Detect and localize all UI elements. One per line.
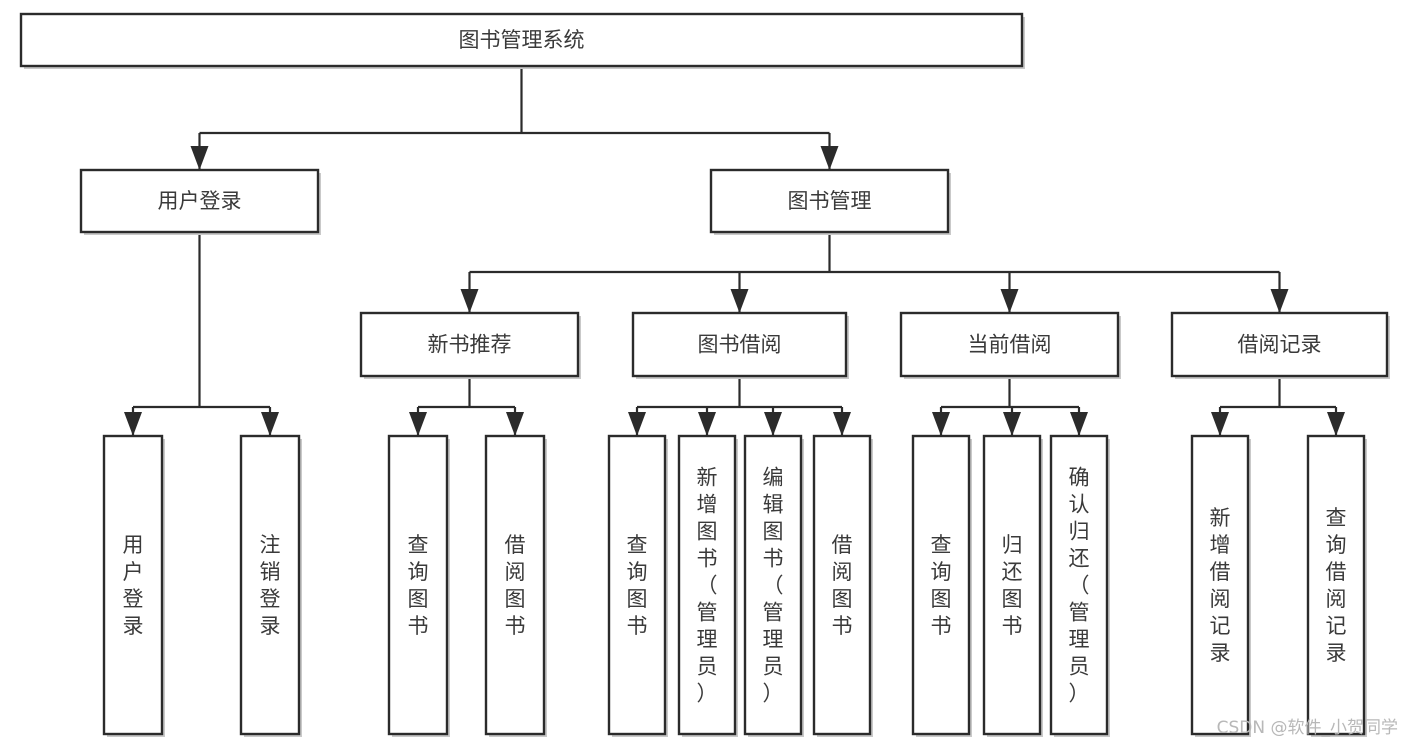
arrow-head-icon — [820, 146, 839, 170]
node-box[interactable] — [631, 311, 848, 378]
node-leaf-borrow-book-recommend[interactable]: 借阅图书 — [484, 434, 547, 737]
arrow-head-icon — [628, 412, 646, 436]
connector-group — [409, 376, 524, 436]
arrow-head-icon — [124, 412, 142, 436]
node-label: 图书管理系统 — [459, 28, 585, 52]
node-label: 新增借阅记录 — [1210, 506, 1231, 665]
node-box[interactable] — [899, 311, 1120, 378]
node-user-login[interactable]: 用户登录 — [79, 168, 321, 235]
node-box[interactable] — [812, 434, 872, 736]
connector-group — [1211, 376, 1345, 436]
arrow-head-icon — [1211, 412, 1229, 436]
node-leaf-add-borrow-record[interactable]: 新增借阅记录 — [1190, 434, 1251, 737]
arrow-head-icon — [1327, 412, 1345, 436]
connector-layer — [124, 66, 1345, 436]
arrow-head-icon — [698, 412, 716, 436]
node-label: 查询图书 — [931, 533, 952, 638]
node-leaf-confirm-return-admin[interactable]: 确认归还（管理员） — [1049, 434, 1110, 737]
connector-group — [460, 232, 1289, 313]
node-box[interactable] — [1170, 311, 1389, 378]
node-box[interactable] — [484, 434, 546, 736]
node-leaf-query-book-current[interactable]: 查询图书 — [911, 434, 972, 737]
node-label: 借阅图书 — [505, 533, 526, 638]
node-leaf-user-login[interactable]: 用户登录 — [102, 434, 165, 737]
arrow-head-icon — [409, 412, 427, 436]
node-box[interactable] — [387, 434, 449, 736]
node-leaf-query-book-recommend[interactable]: 查询图书 — [387, 434, 450, 737]
arrow-head-icon — [506, 412, 524, 436]
node-book-manage[interactable]: 图书管理 — [709, 168, 951, 235]
node-box[interactable] — [607, 434, 667, 736]
node-leaf-add-book-admin[interactable]: 新增图书（管理员） — [677, 434, 738, 737]
arrow-head-icon — [1270, 289, 1289, 313]
node-leaf-query-borrow-record[interactable]: 查询借阅记录 — [1306, 434, 1367, 737]
node-root-root[interactable]: 图书管理系统 — [19, 12, 1025, 69]
node-label: 查询借阅记录 — [1326, 506, 1347, 665]
node-label: 借阅记录 — [1238, 333, 1322, 357]
node-label: 编辑图书（管理员） — [763, 466, 784, 706]
arrow-head-icon — [932, 412, 950, 436]
node-borrow-record[interactable]: 借阅记录 — [1170, 311, 1390, 379]
node-box[interactable] — [1049, 434, 1109, 736]
connector-group — [190, 66, 839, 170]
node-leaf-edit-book-admin[interactable]: 编辑图书（管理员） — [743, 434, 804, 737]
node-box[interactable] — [743, 434, 803, 736]
node-box[interactable] — [1190, 434, 1250, 736]
node-box[interactable] — [911, 434, 971, 736]
node-layer: 图书管理系统用户登录图书管理新书推荐图书借阅当前借阅借阅记录用户登录注销登录查询… — [19, 12, 1390, 737]
node-label: 查询图书 — [408, 533, 429, 638]
node-leaf-borrow-book[interactable]: 借阅图书 — [812, 434, 873, 737]
node-label: 新书推荐 — [428, 333, 512, 357]
node-box[interactable] — [79, 168, 320, 234]
connector-group — [932, 376, 1088, 436]
node-current-borrow[interactable]: 当前借阅 — [899, 311, 1121, 379]
node-label: 归还图书 — [1002, 533, 1023, 638]
csdn-watermark: CSDN @软件_小贺同学 — [1217, 718, 1398, 738]
node-box[interactable] — [982, 434, 1042, 736]
arrow-head-icon — [730, 289, 749, 313]
node-box[interactable] — [359, 311, 580, 378]
node-label: 新增图书（管理员） — [697, 466, 718, 706]
arrow-head-icon — [833, 412, 851, 436]
node-box[interactable] — [709, 168, 950, 234]
node-label: 注销登录 — [260, 533, 281, 638]
arrow-head-icon — [764, 412, 782, 436]
node-leaf-user-logout[interactable]: 注销登录 — [239, 434, 302, 737]
node-box[interactable] — [19, 12, 1024, 68]
arrow-head-icon — [1003, 412, 1021, 436]
node-label: 当前借阅 — [968, 333, 1052, 357]
arrow-head-icon — [460, 289, 479, 313]
arrow-head-icon — [1070, 412, 1088, 436]
node-leaf-return-book[interactable]: 归还图书 — [982, 434, 1043, 737]
node-label: 确认归还（管理员） — [1069, 466, 1090, 706]
node-label: 用户登录 — [123, 533, 144, 638]
node-label: 查询图书 — [627, 533, 648, 638]
connector-group — [124, 232, 279, 436]
node-leaf-query-book[interactable]: 查询图书 — [607, 434, 668, 737]
node-box[interactable] — [1306, 434, 1366, 736]
arrow-head-icon — [190, 146, 209, 170]
node-box[interactable] — [239, 434, 301, 736]
node-label: 借阅图书 — [832, 533, 853, 638]
node-new-book-recommend[interactable]: 新书推荐 — [359, 311, 581, 379]
node-label: 图书借阅 — [698, 333, 782, 357]
arrow-head-icon — [261, 412, 279, 436]
node-label: 图书管理 — [788, 189, 872, 213]
node-box[interactable] — [102, 434, 164, 736]
node-book-borrow[interactable]: 图书借阅 — [631, 311, 849, 379]
node-box[interactable] — [677, 434, 737, 736]
node-label: 用户登录 — [158, 189, 242, 213]
arrow-head-icon — [1000, 289, 1019, 313]
connector-group — [628, 376, 851, 436]
